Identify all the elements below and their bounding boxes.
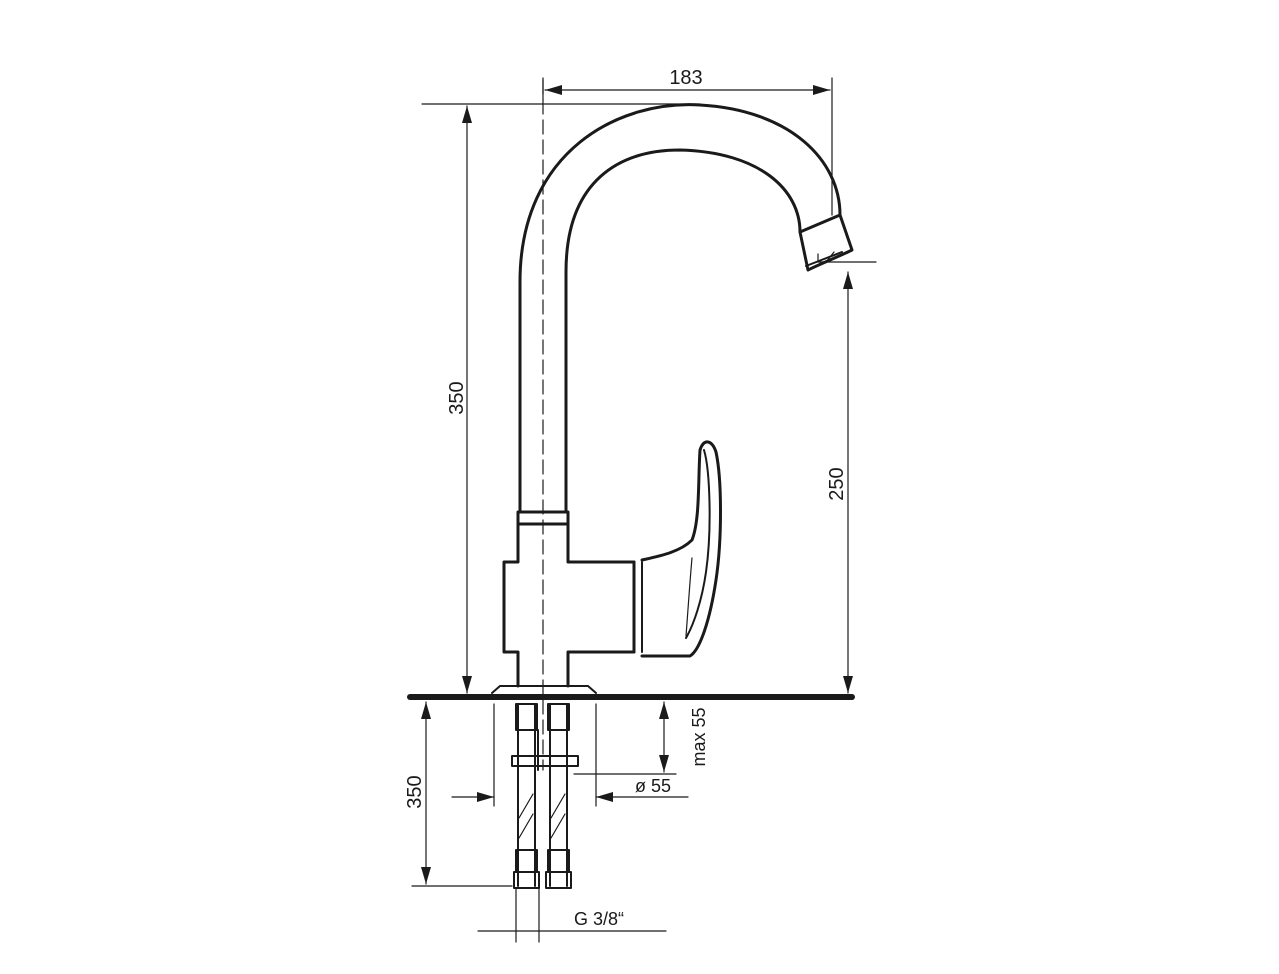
dim-hole-diameter-label: ø 55: [635, 776, 671, 796]
faucet-body: [502, 510, 643, 688]
dim-thread: [477, 887, 667, 943]
dim-spout-reach: [542, 77, 833, 216]
dim-thread-label: G 3/8“: [574, 909, 624, 929]
dim-hole-diameter: [451, 703, 689, 807]
dim-hose-length: [411, 701, 513, 887]
dim-max-deck: [573, 701, 677, 775]
base-flange: [491, 685, 597, 694]
spout: [518, 103, 854, 514]
dim-spout-height-label: 250: [826, 467, 848, 500]
supply-hoses: [511, 703, 579, 889]
dim-spout-reach-label: 183: [669, 67, 702, 89]
dim-total-height-label: 350: [446, 381, 468, 414]
dim-max-deck-label: max 55: [689, 707, 709, 766]
dim-total-height: [421, 103, 701, 694]
lever-handle: [640, 440, 722, 658]
dim-spout-height: [817, 261, 877, 694]
dim-hose-length-label: 350: [404, 775, 426, 808]
